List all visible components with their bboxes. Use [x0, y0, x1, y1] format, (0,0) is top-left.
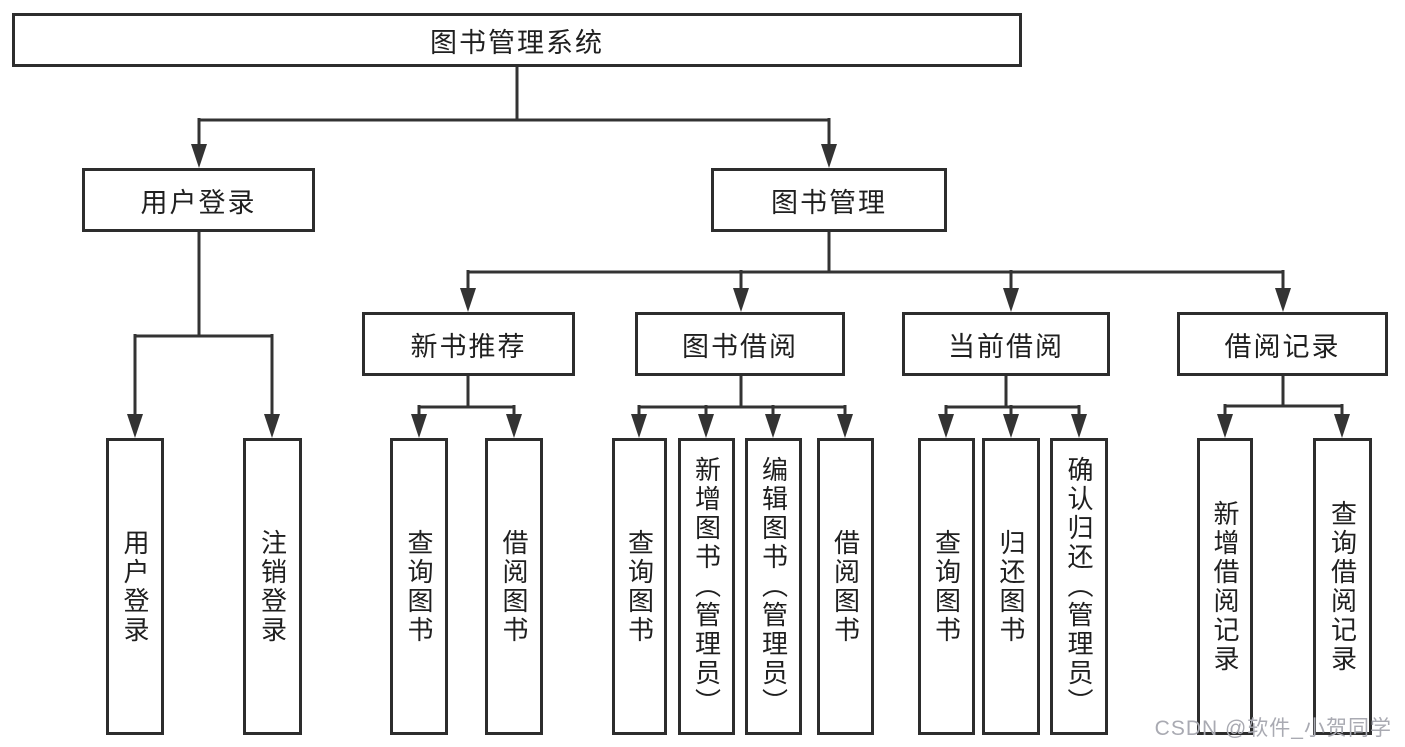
- node-book-borrowing: 图书借阅: [635, 312, 845, 376]
- node-root-system: 图书管理系统: [12, 13, 1022, 67]
- connector-group: [127, 67, 1350, 438]
- leaf-edit-books-admin: 编辑图书（管理员）: [745, 438, 802, 735]
- arrowhead-icon: [631, 414, 647, 438]
- arrowhead-icon: [765, 414, 781, 438]
- arrowhead-icon: [1003, 414, 1019, 438]
- arrowhead-icon: [698, 414, 714, 438]
- leaf-borrow-books: 借阅图书: [817, 438, 874, 735]
- arrowhead-icon: [938, 414, 954, 438]
- leaf-logout: 注销登录: [243, 438, 302, 735]
- arrowhead-icon: [733, 288, 749, 312]
- leaf-add-books-admin: 新增图书（管理员）: [678, 438, 735, 735]
- leaf-query-books-current: 查询图书: [918, 438, 975, 735]
- leaf-add-borrow-record: 新增借阅记录: [1197, 438, 1253, 735]
- node-current-borrowing: 当前借阅: [902, 312, 1110, 376]
- leaf-query-borrow-record: 查询借阅记录: [1313, 438, 1372, 735]
- arrowhead-icon: [127, 414, 143, 438]
- node-user-login: 用户登录: [82, 168, 315, 232]
- arrowhead-icon: [1217, 414, 1233, 438]
- arrowhead-icon: [1334, 414, 1350, 438]
- arrowhead-icon: [264, 414, 280, 438]
- arrowhead-icon: [191, 144, 207, 168]
- leaf-confirm-return-admin: 确认归还（管理员）: [1050, 438, 1108, 735]
- arrowhead-icon: [1003, 288, 1019, 312]
- arrowhead-icon: [506, 414, 522, 438]
- leaf-borrow-books-recommend: 借阅图书: [485, 438, 543, 735]
- leaf-query-books-borrowing: 查询图书: [612, 438, 667, 735]
- leaf-return-books: 归还图书: [982, 438, 1040, 735]
- node-new-book-recommend: 新书推荐: [362, 312, 575, 376]
- leaf-query-books-recommend: 查询图书: [390, 438, 448, 735]
- node-borrowing-records: 借阅记录: [1177, 312, 1388, 376]
- arrowhead-icon: [1071, 414, 1087, 438]
- arrowhead-icon: [837, 414, 853, 438]
- leaf-user-login: 用户登录: [106, 438, 164, 735]
- arrowhead-icon: [821, 144, 837, 168]
- watermark: CSDN @软件_小贺同学: [1154, 717, 1392, 740]
- node-book-management: 图书管理: [711, 168, 947, 232]
- arrowhead-icon: [1275, 288, 1291, 312]
- arrowhead-icon: [411, 414, 427, 438]
- arrowhead-icon: [460, 288, 476, 312]
